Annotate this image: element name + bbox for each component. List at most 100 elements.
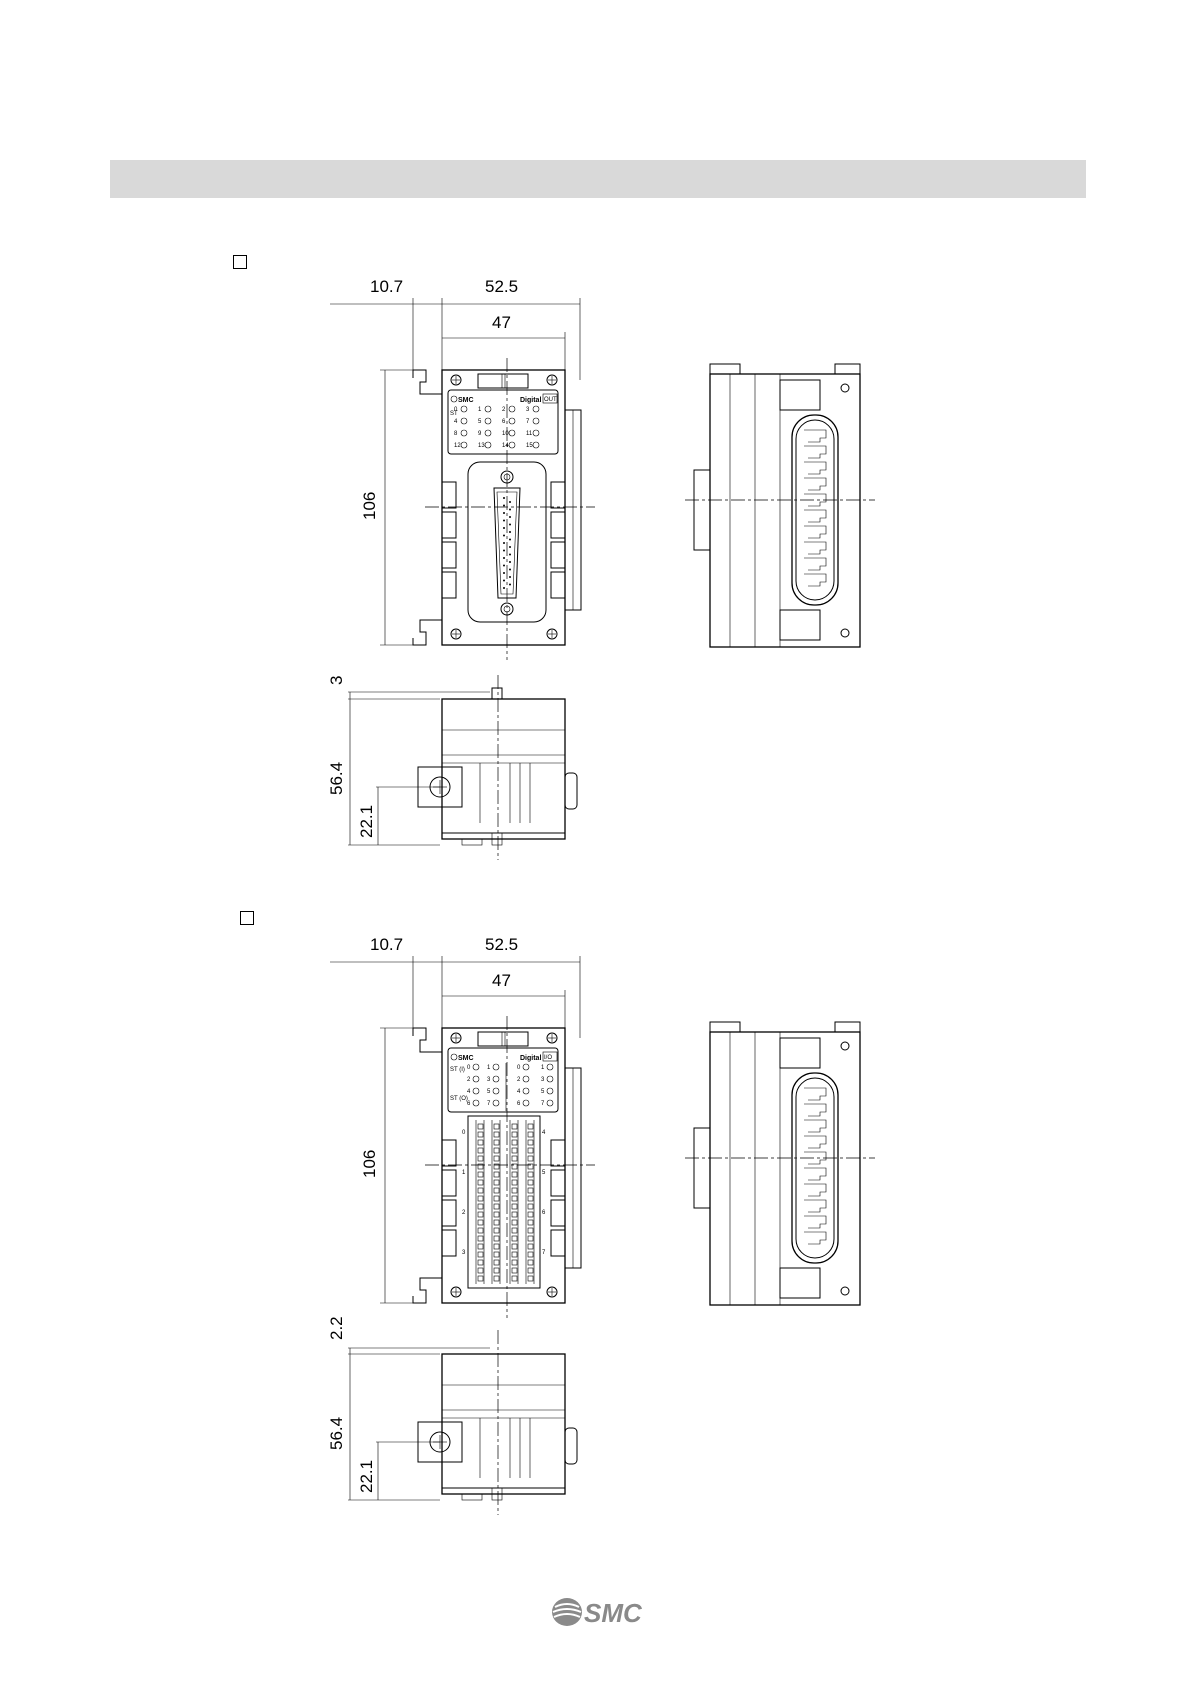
dim-top-protrusion-1: 3 xyxy=(327,676,346,685)
led-label: 8 xyxy=(454,431,458,437)
dsub-pin xyxy=(503,565,505,567)
terminal-label: 3 xyxy=(462,1250,466,1256)
connector-clip xyxy=(804,1120,826,1132)
led-label: 3 xyxy=(526,407,530,413)
panel1-brand: SMC xyxy=(458,397,474,404)
led-indicator xyxy=(485,442,491,448)
dim-depth-lower-2: 22.1 xyxy=(357,1460,376,1493)
dim-depth-2: 56.4 xyxy=(327,1417,346,1450)
led-indicator xyxy=(461,418,467,424)
dim-height-2: 106 xyxy=(360,1150,379,1178)
led-label: 13 xyxy=(478,443,485,449)
connector-clip xyxy=(804,1136,826,1148)
led-indicator xyxy=(523,1064,529,1070)
led-indicator xyxy=(533,406,539,412)
led-indicator xyxy=(485,418,491,424)
section-checkbox-1 xyxy=(233,255,247,269)
terminal-label: 2 xyxy=(462,1210,466,1216)
connector-clip xyxy=(804,526,826,538)
connector-clip xyxy=(804,1168,826,1180)
led-label: 11 xyxy=(526,431,533,437)
led-label: 6 xyxy=(502,419,506,425)
terminal-block: 01234567 xyxy=(462,1120,546,1284)
led-indicator xyxy=(509,406,515,412)
led-indicator xyxy=(509,418,515,424)
led-indicator xyxy=(523,1088,529,1094)
dsub-pin xyxy=(503,535,505,537)
smc-logo: SMC xyxy=(550,1595,650,1629)
connector-clip xyxy=(804,1232,826,1244)
led-label: 7 xyxy=(541,1101,545,1107)
connector-clip xyxy=(804,574,826,586)
led-label: 2 xyxy=(502,407,506,413)
led-label: 7 xyxy=(526,419,530,425)
led-label: 1 xyxy=(541,1065,545,1071)
led-label: 0 xyxy=(517,1065,521,1071)
dsub-pin xyxy=(503,572,505,574)
dim-depth-1: 56.4 xyxy=(327,762,346,795)
led-indicator xyxy=(523,1076,529,1082)
dim-width-body: 47 xyxy=(492,313,511,332)
dim-width-body-2: 47 xyxy=(492,971,511,990)
panel2-badge: I/O xyxy=(544,1055,552,1061)
connector-clip xyxy=(804,1104,826,1116)
smc-logo-mark-icon xyxy=(552,1598,582,1626)
led-indicator xyxy=(547,1100,553,1106)
smc-logo-text: SMC xyxy=(584,1598,643,1628)
connector-clip xyxy=(804,478,826,490)
led-indicator xyxy=(547,1088,553,1094)
led-indicator xyxy=(473,1088,479,1094)
panel2-st-in: ST (I) xyxy=(450,1067,465,1073)
connector-clip xyxy=(804,1216,826,1228)
connector-clip xyxy=(804,510,826,522)
dim-width-overall: 52.5 xyxy=(485,277,518,296)
dsub-pin xyxy=(509,584,511,586)
dsub-pin xyxy=(503,520,505,522)
led-indicator xyxy=(493,1064,499,1070)
connector-clip xyxy=(804,446,826,458)
dsub-pin xyxy=(503,580,505,582)
connector-clip xyxy=(804,430,826,442)
led-label: 5 xyxy=(478,419,482,425)
dim-top-protrusion-2: 2.2 xyxy=(327,1316,346,1340)
led-indicator xyxy=(485,430,491,436)
dsub-pin xyxy=(503,527,505,529)
panel2-brand: SMC xyxy=(458,1055,474,1062)
section-checkbox-2 xyxy=(240,911,254,925)
led-label: 12 xyxy=(454,443,461,449)
led-label: 9 xyxy=(478,431,482,437)
connector-clip xyxy=(804,1200,826,1212)
dsub-pin xyxy=(509,516,511,518)
led-label: 5 xyxy=(541,1089,545,1095)
led-label: 4 xyxy=(454,419,458,425)
led-label: 7 xyxy=(487,1101,491,1107)
dim-depth-lower-1: 22.1 xyxy=(357,805,376,838)
connector-clip xyxy=(804,462,826,474)
led-label: 1 xyxy=(478,407,482,413)
drawing-1-bottom-view: 3 56.4 22.1 xyxy=(320,655,620,860)
led-indicator xyxy=(473,1064,479,1070)
dsub-pin xyxy=(509,569,511,571)
connector-clip xyxy=(804,1184,826,1196)
drawing-1-side-view xyxy=(680,360,880,660)
led-indicator xyxy=(493,1088,499,1094)
terminal-label: 7 xyxy=(542,1250,546,1256)
dim-height: 106 xyxy=(360,492,379,520)
led-indicator xyxy=(473,1100,479,1106)
dsub-pin xyxy=(509,576,511,578)
led-indicator xyxy=(523,1100,529,1106)
dsub-pin xyxy=(503,587,505,589)
led-indicator xyxy=(547,1076,553,1082)
dsub-pin xyxy=(509,501,511,503)
terminal-label: 6 xyxy=(542,1210,546,1216)
led-indicator xyxy=(493,1076,499,1082)
led-indicator xyxy=(461,442,467,448)
terminal-label: 1 xyxy=(462,1170,466,1176)
led-label: 2 xyxy=(467,1077,471,1083)
led-label: 10 xyxy=(502,431,509,437)
drawing-2-side-view xyxy=(680,1018,880,1318)
dsub-pin xyxy=(509,524,511,526)
